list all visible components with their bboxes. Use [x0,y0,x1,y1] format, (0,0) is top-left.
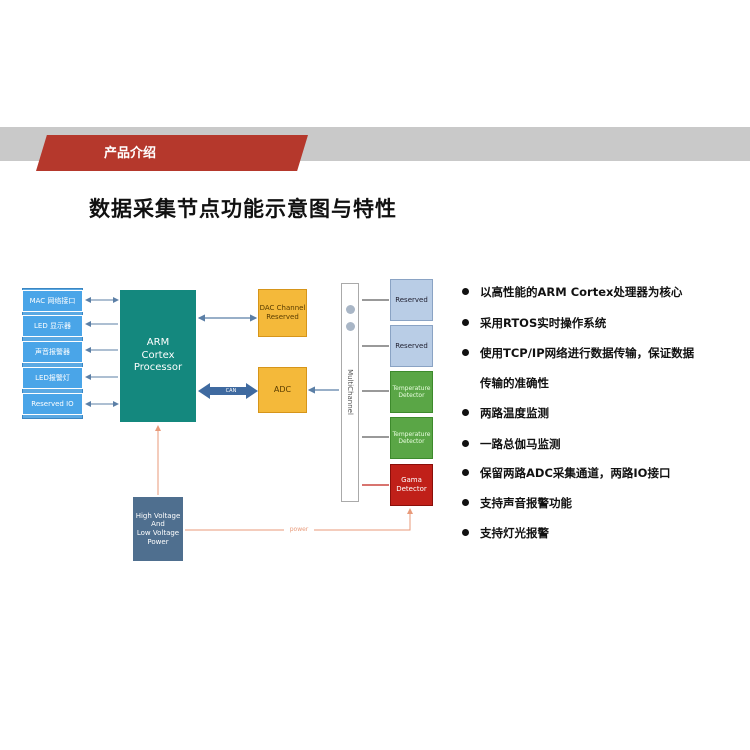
bullet-icon [462,409,469,416]
section-tab [36,135,308,171]
power-line-label: power [284,525,314,535]
channel-gama-detector: Gama Detector [390,464,433,506]
io-port-led-display: LED 显示器 [22,315,83,337]
dac-block: DAC Channel Reserved [258,289,307,337]
channel-reserved-2: Reserved [390,325,433,367]
bullet-icon [462,469,469,476]
adc-block: ADC [258,367,307,413]
section-label: 产品介绍 [104,146,157,161]
bullet-icon [462,319,469,326]
io-port-sound-alarm: 声音报警器 [22,341,83,363]
page-title: 数据采集节点功能示意图与特性 [89,196,397,221]
channel-reserved-1: Reserved [390,279,433,321]
multichannel-block [341,283,359,502]
bullet-icon [462,288,469,295]
can-bus-label: CAN [225,387,237,394]
io-port-reserved: Reserved IO [22,393,83,415]
bullet-icon [462,529,469,536]
channel-temperature-1: Temperature Detector [390,371,433,413]
power-block: High Voltage And Low Voltage Power [133,497,183,561]
mux-dot [346,322,355,331]
channel-temperature-2: Temperature Detector [390,417,433,459]
io-port-led-alarm: LED报警灯 [22,367,83,389]
bullet-icon [462,349,469,356]
bullet-icon [462,499,469,506]
multichannel-label: MultiChannel [346,369,354,415]
io-connectors [85,297,119,407]
arm-processor-block: ARM Cortex Processor [120,290,196,422]
bullet-icon [462,440,469,447]
mux-dot [346,305,355,314]
io-port-mac: MAC 网络接口 [22,290,83,312]
